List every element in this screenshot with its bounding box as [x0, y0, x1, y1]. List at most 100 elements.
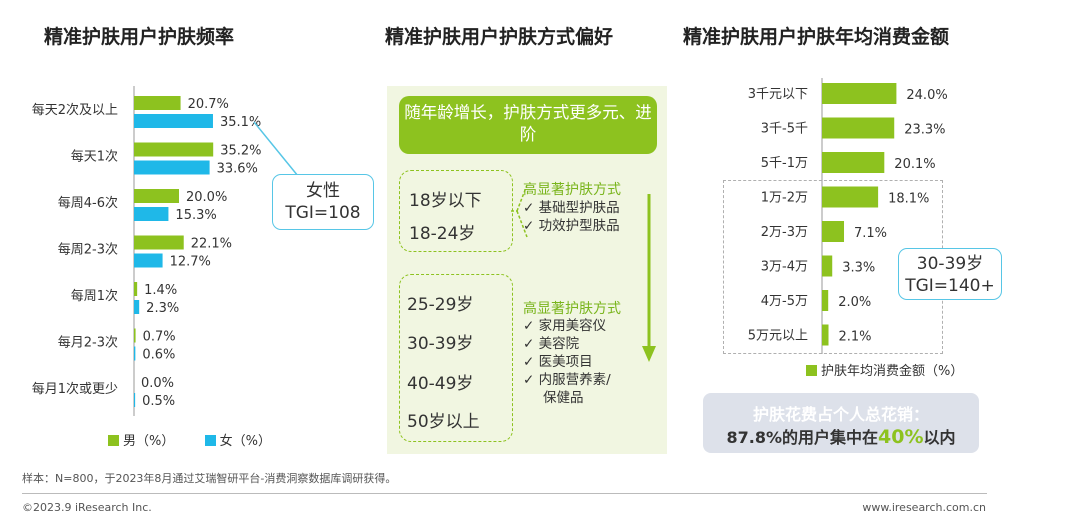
- category-label: 3千元以下: [748, 87, 808, 102]
- value-label: 2.1%: [839, 330, 872, 345]
- summary-text-b: 以内: [923, 428, 956, 447]
- legend-female-label: 女（%）: [219, 434, 271, 449]
- bar-spending: [822, 83, 897, 104]
- footer-divider: [22, 493, 987, 494]
- pref-item: ✓ 基础型护肤品: [523, 200, 620, 216]
- category-label: 每周1次: [71, 288, 118, 304]
- age-label: 30-39岁: [407, 334, 474, 354]
- age-label: 40-49岁: [407, 374, 474, 394]
- sample-note: 样本：N=800，于2023年8月通过艾瑞智研平台-消费洞察数据库调研获得。: [22, 472, 397, 485]
- age-label: 50岁以上: [407, 412, 480, 432]
- frequency-legend: 男（%） 女（%）: [108, 430, 271, 449]
- pref-title-2: 高显著护肤方式: [523, 301, 621, 317]
- legend-male-label: 男（%）: [123, 434, 175, 449]
- tgi-age-line2: TGI=140+: [905, 276, 995, 296]
- bar-spending: [822, 221, 845, 242]
- age-group1-connector: [511, 184, 528, 238]
- preference-header: 随年龄增长，护肤方式更多元、进阶: [399, 96, 657, 154]
- value-label: 20.0%: [186, 190, 227, 205]
- value-label: 33.6%: [217, 162, 258, 177]
- legend-spending-swatch: [806, 365, 817, 376]
- category-label: 每天1次: [71, 149, 118, 165]
- bar-male: [134, 96, 181, 110]
- frequency-chart: 每天2次及以上 20.7% 35.1% 每天1次 35.2% 33.6% 每周4-6次 20.…: [32, 86, 262, 416]
- value-label: 35.1%: [220, 115, 261, 130]
- category-label: 每天2次及以上: [32, 102, 118, 118]
- trend-arrow-icon: [642, 194, 656, 362]
- value-label: 18.1%: [888, 192, 929, 207]
- tgi-female-callout: 女性 TGI=108: [272, 174, 374, 230]
- value-label: 0.5%: [142, 394, 175, 409]
- age-label: 25-29岁: [407, 295, 474, 315]
- category-label: 5千-1万: [761, 156, 808, 171]
- bar-male: [134, 142, 214, 157]
- age-label: 18岁以下: [409, 191, 482, 211]
- category-label: 5万元以上: [748, 329, 808, 344]
- bar-male: [134, 328, 136, 343]
- bar-spending: [822, 324, 829, 346]
- tgi-female-line1: 女性: [306, 181, 340, 201]
- bar-female: [134, 300, 140, 314]
- category-label: 2万-3万: [761, 225, 808, 240]
- panel3-title: 精准护肤用户护肤年均消费金额: [683, 26, 950, 48]
- value-label: 15.3%: [175, 208, 216, 223]
- legend-female-swatch: [204, 435, 216, 446]
- value-label: 22.1%: [191, 237, 232, 252]
- value-label: 0.6%: [142, 348, 175, 363]
- category-label: 4万-5万: [761, 294, 808, 309]
- bar-female: [134, 160, 210, 175]
- category-label: 每周2-3次: [58, 242, 118, 258]
- category-label: 每周4-6次: [58, 195, 118, 211]
- summary-line1: 护肤花费占个人总花销：: [752, 405, 929, 424]
- age-label: 18-24岁: [409, 224, 476, 244]
- summary-highlight: 40%: [878, 426, 924, 448]
- spending-legend: 护肤年均消费金额（%）: [806, 360, 963, 379]
- panel2-title: 精准护肤用户护肤方式偏好: [385, 26, 614, 48]
- value-label: 23.3%: [904, 123, 945, 138]
- category-label: 3千-5千: [761, 122, 808, 137]
- legend-spending-label: 护肤年均消费金额（%）: [821, 364, 964, 379]
- website: www.iresearch.com.cn: [862, 501, 986, 514]
- bar-male: [134, 235, 184, 250]
- value-label: 7.1%: [854, 226, 887, 241]
- age-group2-box: [399, 274, 513, 442]
- tgi-age-line1: 30-39岁: [916, 254, 984, 274]
- bar-female: [134, 114, 213, 128]
- bar-spending: [822, 186, 879, 208]
- bar-spending: [822, 152, 885, 173]
- panel1-title: 精准护肤用户护肤频率: [44, 26, 235, 48]
- value-label: 1.4%: [144, 283, 177, 298]
- value-label: 0.0%: [141, 376, 174, 391]
- bar-spending: [822, 255, 833, 277]
- category-label: 1万-2万: [761, 191, 808, 206]
- value-label: 2.3%: [146, 301, 179, 316]
- tgi-age-callout: 30-39岁 TGI=140+: [898, 248, 1002, 300]
- value-label: 2.0%: [838, 295, 871, 310]
- summary-text-a: 87.8%的用户集中在: [726, 428, 878, 447]
- value-label: 35.2%: [220, 144, 261, 159]
- bar-male: [134, 282, 138, 296]
- bar-female: [134, 346, 136, 361]
- preference-panel: 随年龄增长，护肤方式更多元、进阶 18岁以下 18-24岁 高显著护肤方式 ✓ …: [387, 86, 667, 454]
- value-label: 0.7%: [143, 330, 176, 345]
- pref-item: ✓ 家用美容仪: [523, 318, 607, 334]
- tgi-female-connector: [253, 121, 299, 177]
- category-label: 每月1次或更少: [32, 381, 118, 397]
- bar-spending: [822, 290, 829, 311]
- value-label: 12.7%: [170, 255, 211, 270]
- tgi-female-line2: TGI=108: [285, 203, 361, 223]
- pref-item: ✓ 内服营养素/: [523, 372, 611, 388]
- legend-male-swatch: [108, 435, 119, 446]
- pref-item: ✓ 美容院: [523, 336, 580, 352]
- value-label: 3.3%: [842, 261, 875, 276]
- spending-summary: 护肤花费占个人总花销： 87.8%的用户集中在40%以内: [703, 393, 979, 453]
- bar-female: [134, 253, 163, 268]
- category-label: 每月2-3次: [58, 335, 118, 351]
- pref-title-1: 高显著护肤方式: [523, 182, 621, 198]
- value-label: 20.7%: [188, 97, 229, 112]
- bar-male: [134, 189, 179, 203]
- category-label: 3万-4万: [761, 260, 808, 275]
- bar-spending: [822, 117, 895, 139]
- pref-item: ✓ 医美项目: [523, 354, 593, 370]
